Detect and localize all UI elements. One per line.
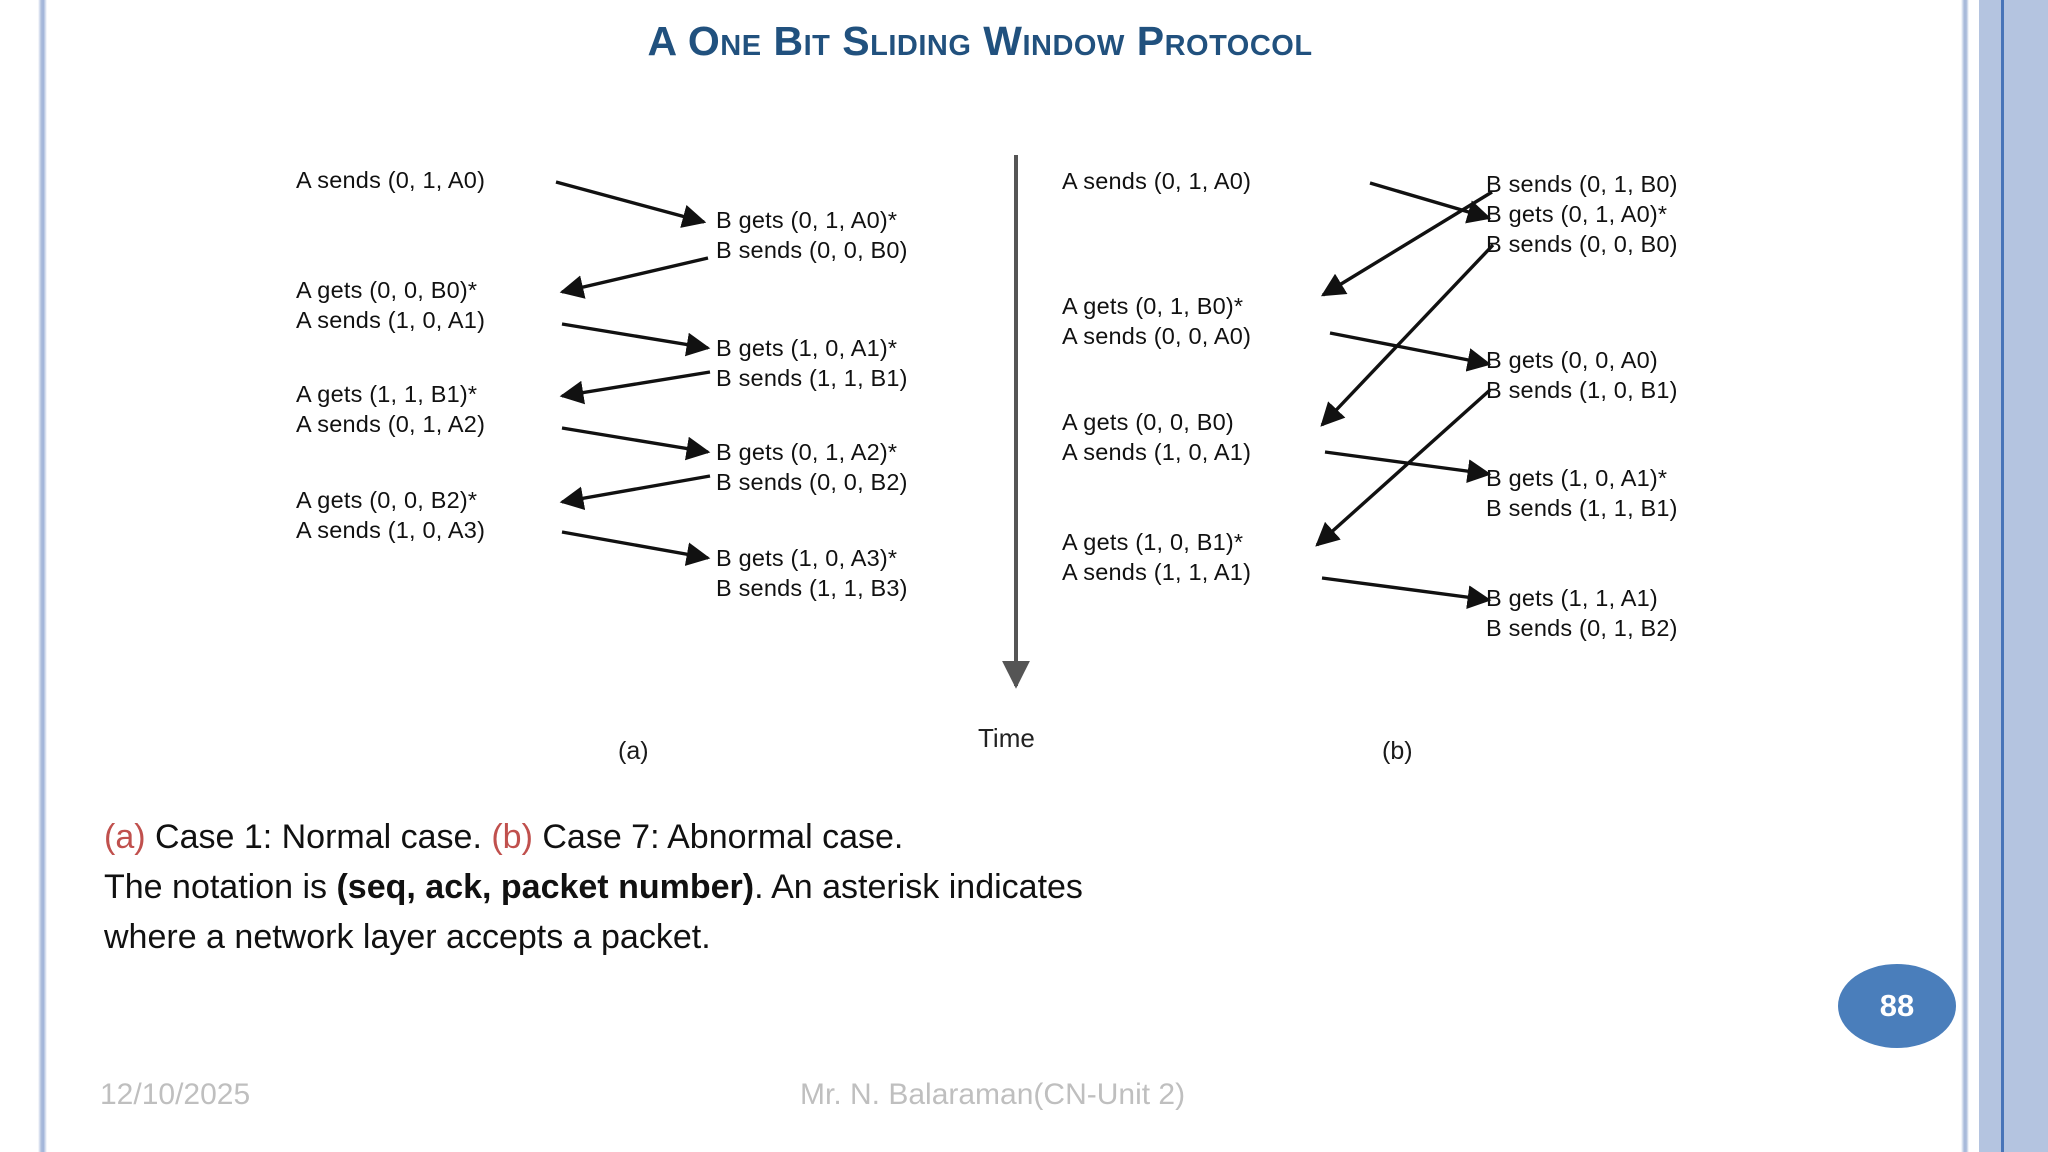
arrow-b-send-b0b bbox=[1320, 243, 1495, 427]
arrow-a-recv-b0 bbox=[559, 256, 709, 299]
diagram-a-left-event-1: A sends (0, 1, A0) bbox=[296, 167, 486, 193]
caption-line2-post: . An asterisk indicates bbox=[754, 868, 1083, 906]
diagram-b-right-event-0: B sends (0, 1, B0) bbox=[1486, 171, 1678, 197]
arrow-a-send-a3 bbox=[561, 530, 711, 566]
arrow-b-send-a1 bbox=[1324, 450, 1492, 483]
diagram-b-panel-label: (b) bbox=[1382, 737, 1413, 765]
arrow-b-send-b0 bbox=[1320, 190, 1493, 297]
diagram-a-left-event-2: A gets (0, 0, B0)* A sends (1, 0, A1) bbox=[296, 277, 486, 333]
caption-text-1: Case 1: Normal case. bbox=[145, 818, 492, 856]
diagram-a-panel-label: (a) bbox=[618, 737, 649, 765]
caption-mark-b: (b) bbox=[491, 818, 533, 856]
footer-author: Mr. N. Balaraman(CN-Unit 2) bbox=[800, 1078, 1186, 1111]
diagram-b-left-event-4: A gets (1, 0, B1)* A sends (1, 1, A1) bbox=[1062, 529, 1252, 585]
diagram-a-right-event-3: B gets (0, 1, A2)* B sends (0, 0, B2) bbox=[716, 439, 908, 495]
right-accent-panel bbox=[1979, 0, 2048, 1152]
caption-line2-bold: (seq, ack, packet number) bbox=[336, 868, 755, 906]
diagram-b-left-event-3: A gets (0, 0, B0) A sends (1, 0, A1) bbox=[1062, 409, 1252, 465]
arrow-a-send-a1 bbox=[561, 322, 711, 357]
diagram-b-right-event-1: B gets (0, 1, A0)* B sends (0, 0, B0) bbox=[1486, 201, 1678, 257]
arrow-b-send-a1b bbox=[1321, 576, 1492, 610]
arrow-b-send-b1 bbox=[1315, 388, 1492, 547]
page-title: A One Bit Sliding Window Protocol bbox=[647, 18, 1313, 64]
diagram-a-right-event-1: B gets (0, 1, A0)* B sends (0, 0, B0) bbox=[716, 207, 908, 263]
footer-date: 12/10/2025 bbox=[100, 1078, 251, 1111]
diagram-b-right-event-2: B gets (0, 0, A0) B sends (1, 0, B1) bbox=[1486, 347, 1678, 403]
diagram-b-left-event-2: A gets (0, 1, B0)* A sends (0, 0, A0) bbox=[1062, 293, 1252, 349]
time-axis-label: Time bbox=[978, 723, 1035, 753]
caption-line-1: (a) Case 1: Normal case. (b) Case 7: Abn… bbox=[104, 812, 1604, 862]
caption-line-2: The notation is (seq, ack, packet number… bbox=[104, 862, 1604, 912]
arrow-b-send-a0b bbox=[1329, 331, 1492, 372]
caption-mark-a: (a) bbox=[104, 818, 146, 856]
arrow-a-recv-b1 bbox=[559, 370, 711, 405]
arrow-a-send-a2 bbox=[561, 426, 711, 461]
diagram-a-right-event-2: B gets (1, 0, A1)* B sends (1, 1, B1) bbox=[716, 335, 908, 391]
diagram-a-right-event-4: B gets (1, 0, A3)* B sends (1, 1, B3) bbox=[716, 545, 908, 601]
diagram-b-right-event-3: B gets (1, 0, A1)* B sends (1, 1, B1) bbox=[1486, 465, 1678, 521]
right-accent-rule bbox=[2001, 0, 2004, 1152]
diagram-a-left-event-3: A gets (1, 1, B1)* A sends (0, 1, A2) bbox=[296, 381, 486, 437]
right-accent-bar-thin bbox=[1961, 0, 1969, 1152]
diagram-b-left-event-1: A sends (0, 1, A0) bbox=[1062, 168, 1252, 194]
left-accent-bar bbox=[38, 0, 47, 1152]
diagram-a-left-event-4: A gets (0, 0, B2)* A sends (1, 0, A3) bbox=[296, 487, 486, 543]
arrow-b-send-a0 bbox=[1369, 181, 1492, 224]
arrow-a-send-a0 bbox=[555, 180, 707, 228]
slide-caption: (a) Case 1: Normal case. (b) Case 7: Abn… bbox=[104, 812, 1604, 962]
caption-text-2: Case 7: Abnormal case. bbox=[532, 818, 904, 856]
slide-number-badge: 88 bbox=[1838, 964, 1956, 1048]
caption-line-3: where a network layer accepts a packet. bbox=[104, 918, 711, 956]
arrow-a-recv-b2 bbox=[559, 474, 711, 511]
diagram-b-right-event-4: B gets (1, 1, A1) B sends (0, 1, B2) bbox=[1486, 585, 1678, 641]
caption-line2-pre: The notation is bbox=[104, 868, 337, 906]
